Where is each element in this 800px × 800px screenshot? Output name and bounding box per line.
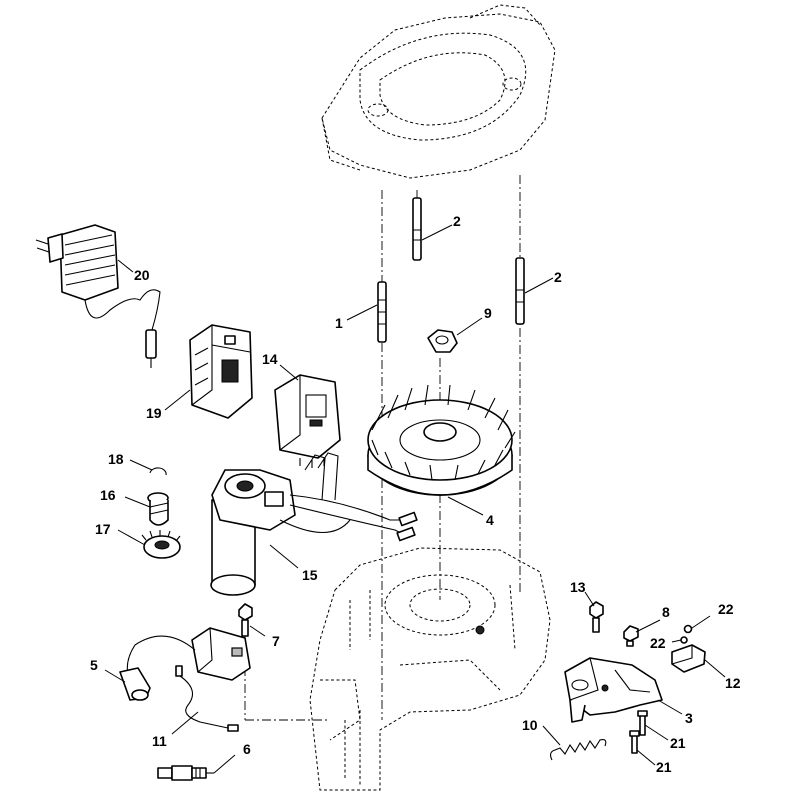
callout-3: 3: [685, 710, 693, 726]
stud-1: [377, 281, 387, 343]
callout-1: 1: [335, 315, 343, 331]
stud-2a: [412, 197, 422, 261]
short-circuit-switch: [671, 644, 706, 673]
callout-17: 17: [95, 521, 111, 537]
bracket-screw: [589, 601, 604, 633]
spark-plug: [157, 765, 214, 781]
short-circuit-wire: [175, 665, 239, 732]
callout-7: 7: [272, 633, 280, 649]
callout-18: 18: [108, 451, 124, 467]
callout-22b: 22: [650, 635, 666, 651]
retaining-ring: [149, 467, 167, 476]
engine-shroud-ghost: [321, 4, 556, 179]
callout-14: 14: [262, 351, 278, 367]
callout-19: 19: [146, 405, 162, 421]
screw-21a: [637, 710, 648, 736]
callout-5: 5: [90, 657, 98, 673]
callout-9: 9: [484, 305, 492, 321]
callout-10: 10: [522, 717, 538, 733]
battery-pack: [189, 324, 253, 419]
callout-16: 16: [100, 487, 116, 503]
control-module: [274, 374, 341, 468]
tension-spring: [549, 739, 607, 761]
callout-12: 12: [725, 675, 741, 691]
callout-13: 13: [570, 579, 586, 595]
callout-21b: 21: [656, 759, 672, 775]
screw-21b: [629, 730, 640, 754]
callout-labels: 1 2 2 3 4 5 6 7 8 9 10 11 12 13 14 15 16…: [90, 213, 741, 775]
callout-4: 4: [486, 512, 494, 528]
callout-2b: 2: [554, 269, 562, 285]
callout-2a: 2: [453, 213, 461, 229]
callout-21a: 21: [670, 735, 686, 751]
starter-motor: [210, 452, 418, 596]
leader-lines: [104, 224, 726, 774]
engine-block-ghost: [309, 547, 551, 791]
callout-11: 11: [152, 733, 167, 749]
flywheel-nut: [427, 329, 458, 353]
small-nut-a: [683, 624, 693, 634]
callout-8: 8: [662, 604, 670, 620]
control-bracket: [564, 657, 663, 723]
callout-22a: 22: [718, 601, 734, 617]
ring-gear: [141, 530, 181, 559]
small-nut-b: [680, 636, 688, 644]
battery-charger: [35, 224, 161, 368]
callout-6: 6: [243, 741, 251, 757]
starter-pinion: [147, 492, 169, 526]
callout-20: 20: [134, 267, 150, 283]
callout-15: 15: [302, 567, 318, 583]
ignition-coil: [119, 627, 251, 701]
stud-2b: [515, 257, 525, 325]
flywheel: [367, 384, 516, 496]
ignition-screw: [238, 603, 253, 637]
bracket-nut: [623, 625, 639, 647]
